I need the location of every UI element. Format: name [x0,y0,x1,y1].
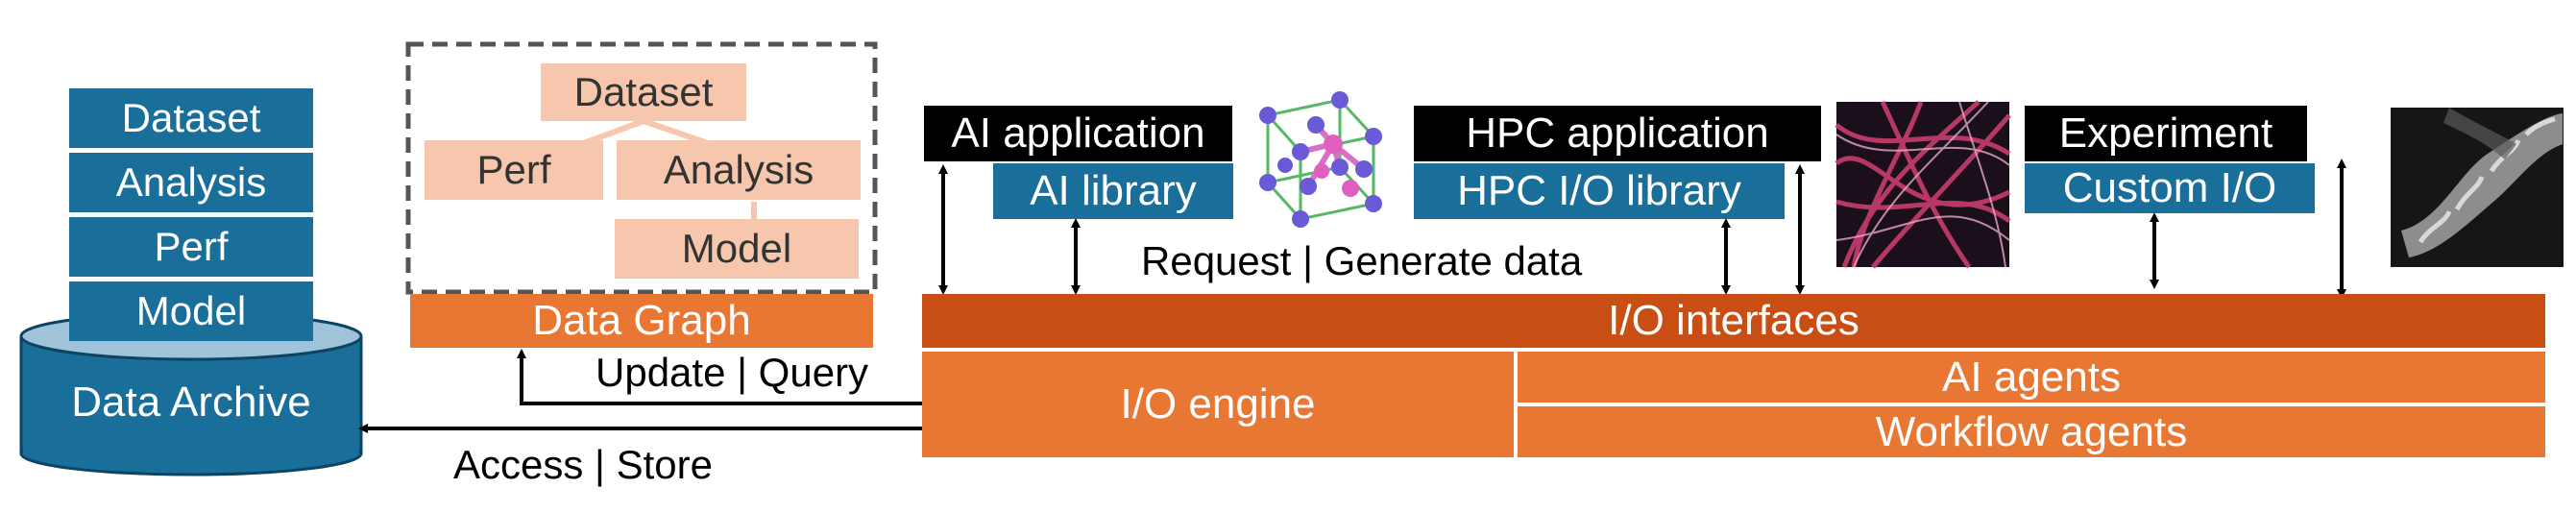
archive-stack-perf: Perf [69,217,313,277]
fibers-image [1835,100,2011,269]
hpc-io-library-box: HPC I/O library [1414,163,1785,219]
io-interfaces-bar: I/O interfaces [922,294,2545,348]
app-arrows [938,159,2346,299]
access-store-label: Access | Store [453,442,714,487]
request-generate-label: Request | Generate data [1141,238,1583,283]
helix-image [2391,108,2564,267]
custom-io-box: Custom I/O [2025,163,2315,213]
archive-stack-analysis: Analysis [69,153,313,212]
graph-node-perf: Perf [425,140,603,200]
workflow-agents-box: Workflow agents [1518,406,2545,457]
ai-library-box: AI library [993,163,1233,219]
graph-node-analysis: Analysis [617,140,861,200]
update-query-label: Update | Query [595,350,869,395]
data-graph-label: Data Graph [410,294,873,348]
experiment-box: Experiment [2025,106,2307,161]
data-graph-dashed-frame [405,41,878,295]
hpc-application-box: HPC application [1414,106,1821,161]
graph-node-dataset: Dataset [541,63,746,121]
data-archive-label: Data Archive [71,379,311,426]
archive-stack-model: Model [69,281,313,341]
io-engine-box: I/O engine [922,352,1514,457]
molecule-image [1249,90,1387,228]
ai-agents-box: AI agents [1518,352,2545,403]
archive-stack-dataset: Dataset [69,88,313,148]
graph-node-model: Model [615,219,859,279]
update-query-arrow [517,349,924,405]
ai-application-box: AI application [924,106,1232,161]
